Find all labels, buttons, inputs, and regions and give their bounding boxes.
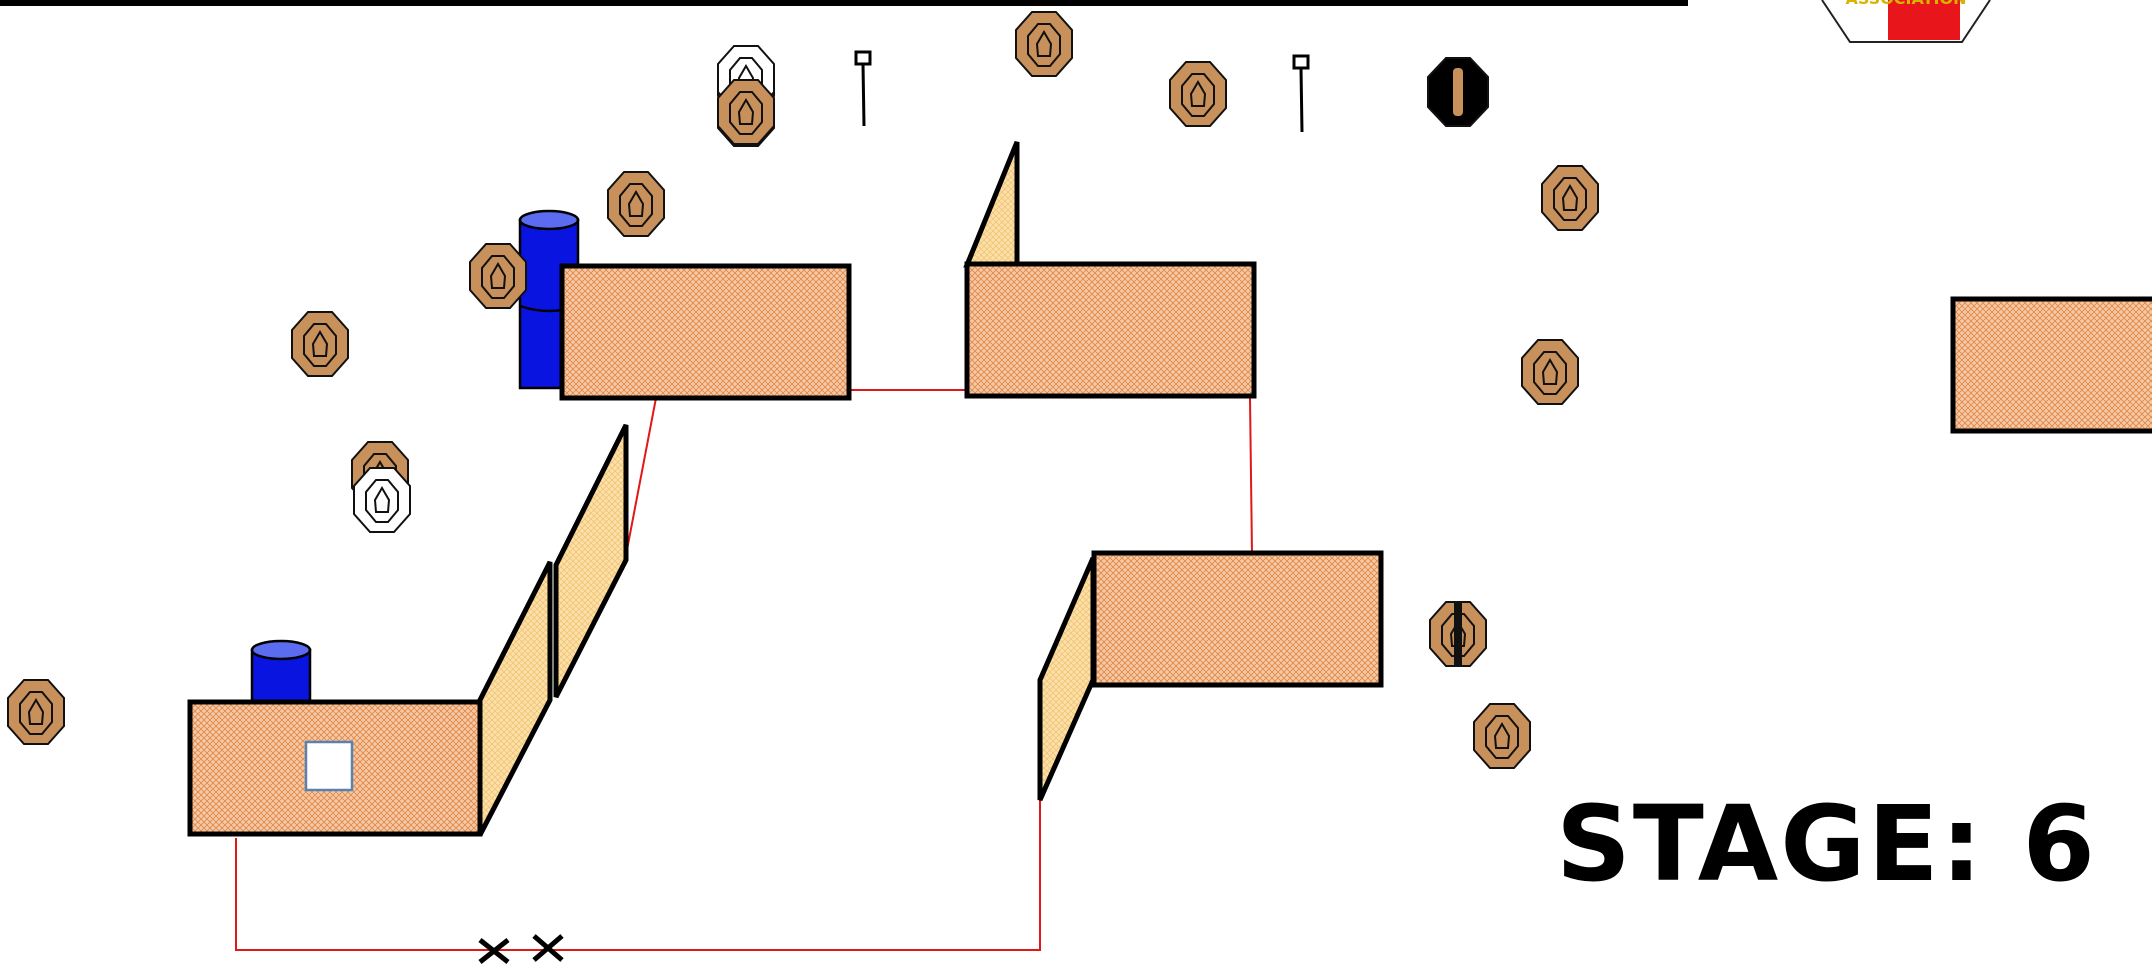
svg-text:ASSOCIATION: ASSOCIATION (1845, 0, 1966, 8)
association-logo: ASSOCIATION (1821, 0, 1991, 43)
start-mark (478, 938, 510, 964)
paper-target (1015, 11, 1073, 77)
steel-target (1427, 57, 1489, 127)
angled-walls (477, 141, 1096, 837)
start-box (304, 740, 354, 792)
angled-wall (963, 141, 1020, 268)
paper-target (7, 679, 65, 745)
wall (1950, 296, 2152, 434)
paper-target (469, 243, 527, 309)
stage-title: STAGE: 6 (1556, 783, 2097, 905)
paper-target (1169, 61, 1227, 127)
no-shoot-target (353, 467, 411, 533)
start-mark (532, 934, 564, 962)
paper-targets-overlay (717, 79, 775, 145)
angled-wall (477, 560, 553, 837)
paper-target (607, 171, 665, 237)
top-border (0, 0, 1688, 6)
wall (1091, 550, 1384, 688)
paper-target (717, 79, 775, 145)
wall (964, 261, 1257, 399)
fault-lines (235, 389, 1253, 951)
paper-target (1473, 703, 1531, 769)
paper-target (1521, 339, 1579, 405)
paper-target (291, 311, 349, 377)
angled-wall (553, 423, 629, 699)
paper-target (1429, 601, 1487, 667)
wall (559, 263, 852, 401)
start-marks (478, 934, 564, 964)
target-stands (854, 50, 1310, 133)
angled-wall (1037, 557, 1096, 802)
barrel (250, 639, 312, 708)
walls (187, 261, 2152, 837)
target-stand (854, 50, 872, 127)
paper-target (1541, 165, 1599, 231)
target-stand (1292, 54, 1310, 133)
